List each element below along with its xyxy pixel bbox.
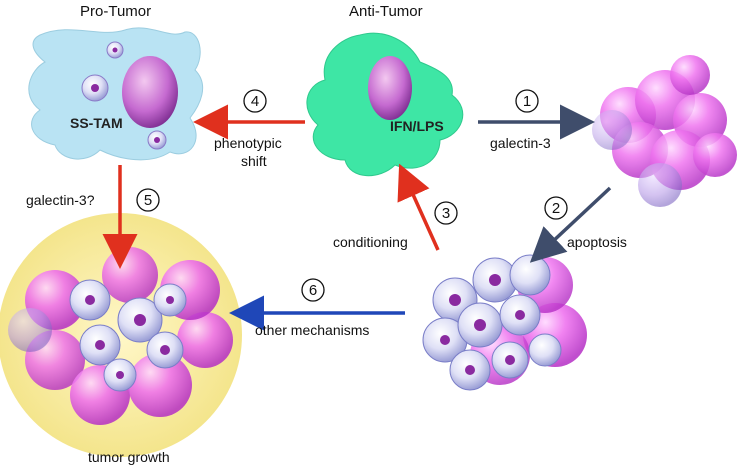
arrow-2 [529,186,612,263]
step-5-badge [136,188,160,212]
pro-tumor-title: Pro-Tumor [80,3,151,20]
step-1-badge [515,89,539,113]
step-1-number: 1 [523,93,531,110]
step-6-number: 6 [309,282,317,299]
step-4-badge [243,89,267,113]
tumor-growth-label: tumor growth [88,449,170,465]
step-4-number: 4 [251,93,259,110]
ifn-lps-cell [306,32,464,177]
arrow-3 [397,163,440,251]
tumor-growth-mass [0,213,242,457]
step-3-badge [434,201,458,225]
step-3-number: 3 [442,205,450,222]
step-5-number: 5 [144,192,152,209]
step-4-label-line2: shift [241,153,267,169]
nucleus-icon [368,56,412,120]
step-2-badge [544,196,568,220]
step-6-label: other mechanisms [255,322,369,338]
step-4-label-line1: phenotypic [214,135,282,151]
ifn-lps-label: IFN/LPS [390,118,444,134]
step-2-label: apoptosis [567,234,627,250]
ss-tam-cell [28,27,204,161]
tumor-spheroid [592,55,737,207]
step-5-label: galectin-3? [26,192,95,208]
anti-tumor-title: Anti-Tumor [349,3,423,20]
step-2-number: 2 [552,200,560,217]
step-6-badge [301,278,325,302]
step-1-label: galectin-3 [490,135,551,151]
nucleus-icon [122,56,178,128]
apoptotic-tumor [422,254,587,391]
step-3-label: conditioning [333,234,408,250]
ss-tam-label: SS-TAM [70,115,123,131]
